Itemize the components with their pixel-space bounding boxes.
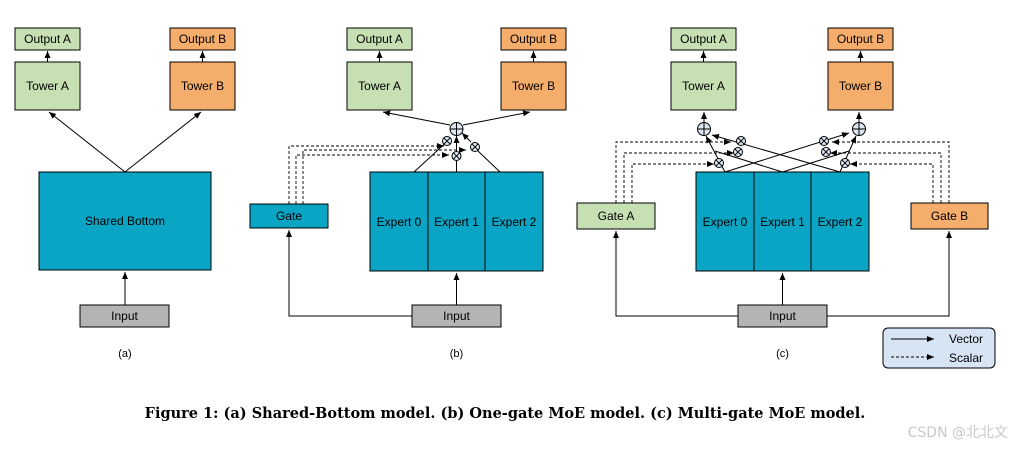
expert-2-label: Expert 2 [492,215,537,229]
output-a-label: Output A [356,32,403,46]
output-b-box [169,27,236,51]
shared-bottom-box [38,171,212,271]
expert-1-label: Expert 1 [434,215,479,229]
panel-c: Output A Output B Tower A Tower B Expert… [576,27,989,360]
scalar-label: Scalar [949,351,983,365]
gate-b-label: Gate B [931,209,968,223]
sum-node-a [697,122,711,136]
tower-a-box [670,61,737,111]
tower-b-label: Tower B [181,79,224,93]
multiply-node-2 [470,142,480,152]
gate-label: Gate [276,209,302,223]
expert-2-box [484,171,544,272]
panel-b-label: (b) [450,348,463,360]
panel-a: Output A Output B Tower A Tower B Shared… [14,27,236,360]
multiply-node-b2 [840,158,850,168]
output-b-label: Output B [179,32,226,46]
multiply-node-b0 [819,136,829,146]
legend-box [882,327,996,369]
shared-bottom-label: Shared Bottom [85,214,165,228]
expert-0-label: Expert 0 [703,215,748,229]
expert-2-box [810,171,870,272]
panel-a-label: (a) [118,348,131,360]
tower-b-label: Tower B [512,79,555,93]
output-a-label: Output A [24,32,71,46]
panel-b: Output A Output B Tower A Tower B Expert… [249,27,567,360]
vector-label: Vector [949,332,983,346]
output-a-box [14,27,81,51]
expert-0-box [369,171,429,272]
output-a-label: Output A [680,32,727,46]
multiply-node-1 [451,151,462,161]
input-label: Input [111,309,138,323]
input-label: Input [769,309,796,323]
legend: Vector Scalar [882,327,996,369]
tower-a-box [14,61,81,111]
expert-0-label: Expert 0 [377,215,422,229]
tower-b-label: Tower B [839,79,882,93]
multiply-node-b1 [821,147,831,157]
output-b-box [500,27,567,51]
output-b-box [827,27,894,51]
tower-b-box [500,61,567,111]
input-box [79,304,170,328]
gate-a-label: Gate A [598,209,635,223]
tower-a-box [346,61,413,111]
gate-b-box [910,202,989,230]
panel-c-label: (c) [776,348,789,360]
gate-a-box [576,202,656,230]
multiply-node-a1 [733,147,743,157]
tower-b-box [827,61,894,111]
tower-b-box [169,61,236,111]
expert-1-label: Expert 1 [760,215,805,229]
output-a-box [670,27,737,51]
sum-node [449,122,464,136]
tower-a-label: Tower A [682,79,725,93]
sum-node-b [852,122,866,136]
multiply-node-a2 [714,158,724,168]
output-b-label: Output B [837,32,884,46]
multiply-node-0 [442,136,452,146]
expert-2-label: Expert 2 [818,215,863,229]
multiply-node-a0 [736,136,746,146]
output-a-box [346,27,413,51]
tower-a-label: Tower A [358,79,401,93]
expert-0-box [695,171,755,272]
figure-caption: Figure 1: (a) Shared-Bottom model. (b) O… [145,405,866,422]
output-b-label: Output B [510,32,557,46]
tower-a-label: Tower A [26,79,69,93]
gate-box [249,203,329,229]
input-label: Input [443,309,470,323]
watermark: CSDN @北北文 [908,425,1008,441]
